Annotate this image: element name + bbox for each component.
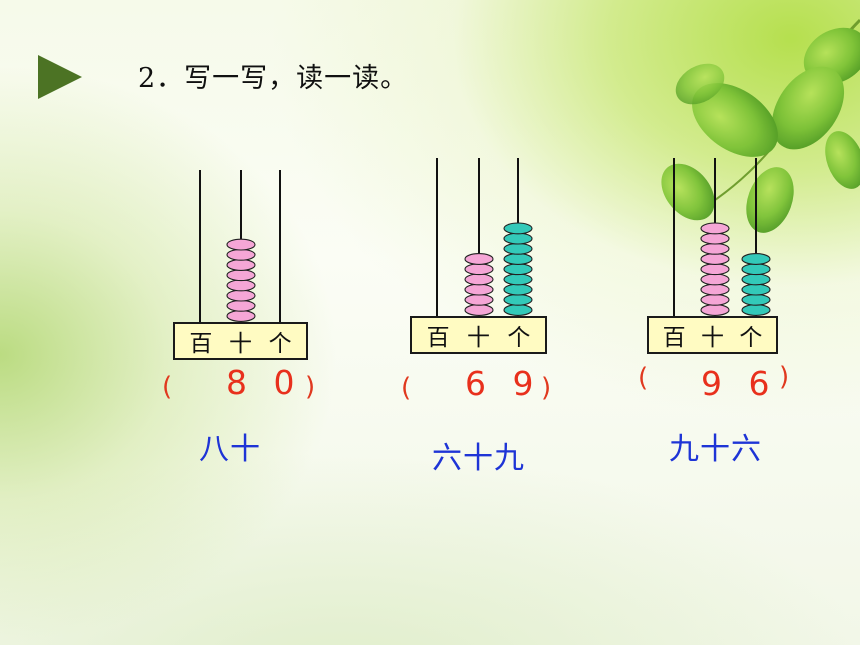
open-paren-2: ( bbox=[401, 373, 412, 403]
reading-3: 九十六 bbox=[669, 432, 762, 467]
bead-tens bbox=[464, 304, 494, 316]
place-value-box-3: 百 十 个 bbox=[647, 316, 778, 354]
bead-tens bbox=[226, 269, 256, 282]
place-value-box-1: 百 十 个 bbox=[173, 322, 308, 360]
label-ones: 个 bbox=[268, 331, 292, 357]
bead-tens bbox=[226, 310, 256, 322]
close-paren-2: ) bbox=[541, 373, 552, 403]
answer-digits-1: 8 0 bbox=[226, 363, 303, 402]
bead-tens bbox=[226, 289, 256, 302]
reading-2: 六十九 bbox=[432, 441, 525, 476]
bead-tens bbox=[464, 263, 494, 276]
label-hundreds: 百 bbox=[189, 331, 213, 357]
bead-tens bbox=[700, 283, 730, 296]
open-paren-1: ( bbox=[162, 372, 173, 402]
bead-ones bbox=[741, 263, 771, 276]
label-ones: 个 bbox=[739, 325, 763, 351]
bead-tens bbox=[464, 293, 494, 306]
bead-ones bbox=[503, 283, 533, 296]
bead-tens bbox=[700, 293, 730, 306]
bead-ones bbox=[741, 283, 771, 296]
bead-tens bbox=[226, 299, 256, 312]
bead-tens bbox=[700, 253, 730, 265]
bead-tens bbox=[700, 263, 730, 276]
bead-tens bbox=[226, 238, 256, 251]
close-paren-3: ) bbox=[779, 362, 790, 392]
bead-tens bbox=[700, 273, 730, 286]
bead-tens bbox=[226, 248, 256, 261]
close-paren-1: ) bbox=[305, 372, 316, 402]
bead-tens bbox=[700, 222, 730, 235]
bead-tens bbox=[464, 253, 494, 265]
bead-ones bbox=[503, 232, 533, 245]
bead-ones bbox=[741, 293, 771, 306]
bead-ones bbox=[503, 253, 533, 265]
exercise-title: 2．写一写，读一读。 bbox=[138, 63, 409, 94]
bead-tens bbox=[464, 283, 494, 296]
label-tens: 十 bbox=[466, 325, 490, 351]
bead-tens bbox=[700, 242, 730, 255]
label-tens: 十 bbox=[228, 331, 252, 357]
label-hundreds: 百 bbox=[426, 325, 450, 351]
bead-tens bbox=[464, 273, 494, 286]
bead-ones bbox=[503, 273, 533, 286]
bead-ones bbox=[503, 293, 533, 306]
open-paren-3: ( bbox=[638, 363, 649, 393]
bead-ones bbox=[741, 253, 771, 265]
answer-digits-2: 6 9 bbox=[465, 364, 542, 403]
answer-digits-3: 9 6 bbox=[701, 364, 778, 403]
bead-ones bbox=[503, 304, 533, 316]
bead-tens bbox=[226, 259, 256, 271]
bead-ones bbox=[741, 273, 771, 286]
label-tens: 十 bbox=[700, 325, 724, 351]
bead-ones bbox=[503, 263, 533, 276]
bead-tens bbox=[700, 304, 730, 316]
place-value-box-2: 百 十 个 bbox=[410, 316, 547, 354]
play-arrow-icon bbox=[38, 55, 82, 99]
reading-1: 八十 bbox=[199, 432, 261, 467]
label-hundreds: 百 bbox=[662, 325, 686, 351]
bead-ones bbox=[741, 304, 771, 316]
label-ones: 个 bbox=[507, 325, 531, 351]
bead-tens bbox=[700, 232, 730, 245]
bead-ones bbox=[503, 222, 533, 235]
bead-ones bbox=[503, 242, 533, 255]
bead-tens bbox=[226, 279, 256, 292]
